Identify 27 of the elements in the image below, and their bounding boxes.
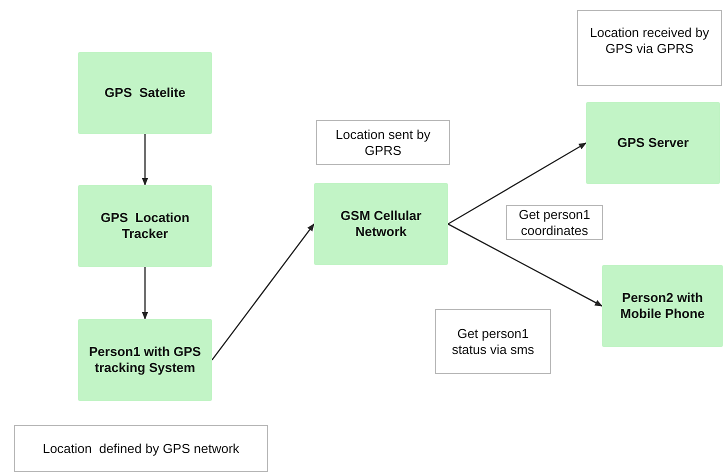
process-box <box>78 185 212 267</box>
node-label: Person2 with Mobile Phone <box>619 290 706 322</box>
note-box <box>14 425 268 472</box>
arrow <box>142 134 148 186</box>
arrow <box>448 223 603 307</box>
note-box <box>577 10 722 86</box>
process-box <box>314 183 448 265</box>
note-box <box>435 309 551 374</box>
note-box <box>506 205 603 240</box>
arrow <box>142 267 148 320</box>
note-text: Get person1 status via sms <box>450 326 536 358</box>
node-label: GSM Cellular Network <box>340 208 422 240</box>
arrow <box>448 142 587 225</box>
node-label: Person1 with GPS tracking System <box>88 344 202 376</box>
process-box <box>78 52 212 134</box>
arrow <box>211 223 315 360</box>
process-box <box>586 102 720 184</box>
node-label: GPS Location Tracker <box>100 210 190 242</box>
note-text: Location received by GPS via GPRS <box>588 25 710 57</box>
process-box <box>78 319 212 401</box>
note-text: Location sent by GPRS <box>334 126 432 158</box>
node-label: GPS Server <box>617 135 689 151</box>
process-box <box>602 265 723 347</box>
note-text: Location defined by GPS network <box>42 440 240 456</box>
note-box <box>316 120 450 165</box>
note-text: Get person1 coordinates <box>518 206 592 238</box>
node-label: GPS Satelite <box>104 85 186 101</box>
